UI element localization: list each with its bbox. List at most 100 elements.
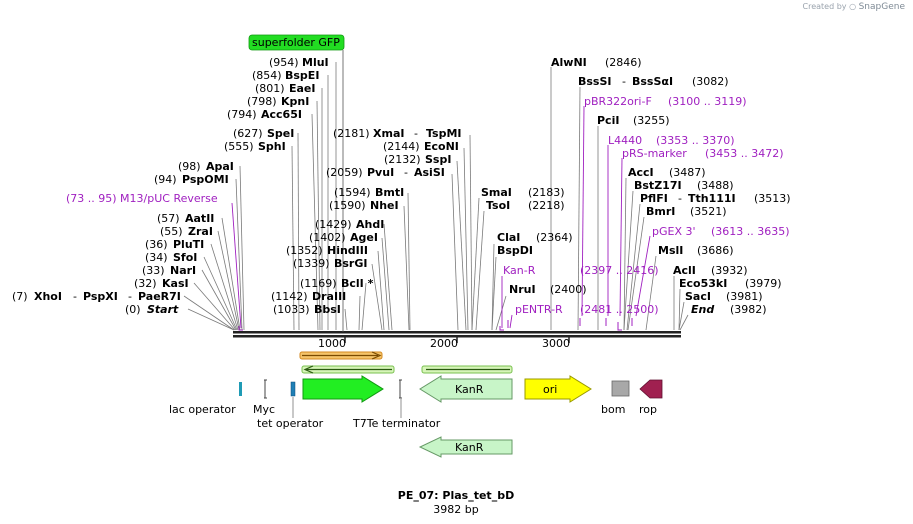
site-pos: (33) [142, 264, 165, 277]
ori-feature[interactable] [524, 375, 592, 403]
site-pos: (98) [178, 160, 201, 173]
site-name[interactable]: BmtI [375, 186, 404, 199]
site-pos: (2183) [528, 186, 565, 199]
site-name[interactable]: AccI [628, 166, 654, 179]
site-name[interactable]: KasI [162, 277, 189, 290]
site-name[interactable]: End [691, 303, 714, 316]
site-separator: - [678, 192, 682, 205]
site-pos: (1594) [334, 186, 371, 199]
mid-site-connectors [344, 134, 473, 331]
site-pos: (1402) [309, 231, 346, 244]
site-name[interactable]: PspXI [83, 290, 118, 303]
site-name[interactable]: NheI [370, 199, 399, 212]
t7te-terminator-feature[interactable] [399, 379, 402, 399]
rop-feature[interactable] [639, 379, 663, 399]
primer-range: (2397 .. 2416) [580, 264, 659, 277]
site-pos: (2144) [383, 140, 420, 153]
left-site-labels: (954) MluI (854) BspEI (801) EaeI (798) … [125, 56, 329, 316]
site-name[interactable]: BssSI [578, 75, 612, 88]
feature-label-tet-operator: tet operator [257, 417, 324, 430]
site-name[interactable]: Tth111I [688, 192, 736, 205]
site-pos: (3082) [692, 75, 729, 88]
tet-operator-feature[interactable] [290, 381, 296, 397]
site-name[interactable]: NarI [170, 264, 196, 277]
site-name[interactable]: NruI [509, 283, 536, 296]
gfp-label: superfolder GFP [252, 36, 340, 49]
site-name[interactable]: TspMI [426, 127, 462, 140]
site-pos: (1352) [286, 244, 323, 257]
site-separator: - [128, 290, 132, 303]
site-name[interactable]: AgeI [350, 231, 378, 244]
site-name[interactable]: BspEI [285, 69, 319, 82]
primer-label[interactable]: pRS-marker [622, 147, 687, 160]
site-name[interactable]: PvuI [367, 166, 394, 179]
site-name[interactable]: ClaI [497, 231, 520, 244]
ruler-tick-1000: 1000 [318, 337, 346, 350]
site-name[interactable]: PspOMI [182, 173, 229, 186]
site-separator: - [73, 290, 77, 303]
site-name[interactable]: SphI [258, 140, 286, 153]
site-name[interactable]: AclI [673, 264, 696, 277]
site-name[interactable]: BspDI [497, 244, 533, 257]
site-name[interactable]: TsoI [486, 199, 510, 212]
feature-label-bom: bom [601, 403, 625, 416]
primer-label[interactable]: Kan-R [503, 264, 536, 277]
site-name[interactable]: Start [147, 303, 179, 316]
site-name[interactable]: SfoI [173, 251, 197, 264]
site-name[interactable]: AsiSI [414, 166, 445, 179]
site-name[interactable]: BclI * [341, 277, 374, 290]
site-name[interactable]: SpeI [267, 127, 294, 140]
site-pos: (1590) [329, 199, 366, 212]
left-site-connectors [183, 62, 337, 331]
site-name[interactable]: DraIII [312, 290, 346, 303]
site-name[interactable]: XmaI [373, 127, 404, 140]
site-name[interactable]: PflFI [640, 192, 668, 205]
site-pos: (1339) [293, 257, 330, 270]
bom-feature[interactable] [611, 380, 630, 397]
site-name[interactable]: PciI [597, 114, 619, 127]
site-name[interactable]: ZraI [188, 225, 213, 238]
site-pos: (0) [125, 303, 141, 316]
site-name[interactable]: PaeR7I [138, 290, 181, 303]
site-name[interactable]: BstZ17I [634, 179, 682, 192]
site-name[interactable]: BmrI [646, 205, 675, 218]
site-name[interactable]: EcoNI [424, 140, 459, 153]
site-pos: (55) [160, 225, 183, 238]
site-name[interactable]: AlwNI [551, 56, 587, 69]
site-name[interactable]: EaeI [289, 82, 316, 95]
site-name[interactable]: Acc65I [261, 108, 302, 121]
site-name[interactable]: SmaI [481, 186, 512, 199]
site-name[interactable]: BssSαI [632, 75, 673, 88]
primer-label[interactable]: pENTR-R [515, 303, 563, 316]
site-name[interactable]: BbsI [314, 303, 341, 316]
site-name[interactable]: PluTI [173, 238, 204, 251]
site-name[interactable]: KpnI [281, 95, 309, 108]
xhoi-site-group: (7) XhoI - PspXI - PaeR7I [12, 290, 181, 303]
feature-label-myc: Myc [253, 403, 275, 416]
right-site-connectors [471, 67, 689, 331]
site-pos: (3487) [669, 166, 706, 179]
primer-label[interactable]: pGEX 3' [652, 225, 696, 238]
site-name[interactable]: MslI [658, 244, 683, 257]
kanr-feature-2[interactable] [418, 436, 513, 458]
site-name[interactable]: SspI [425, 153, 451, 166]
superfolder-gfp-feature[interactable] [302, 375, 384, 403]
lac-operator-feature[interactable] [239, 382, 242, 396]
primer-label[interactable]: L4440 [608, 134, 642, 147]
site-name[interactable]: Eco53kI [679, 277, 727, 290]
site-pos: (794) [227, 108, 257, 121]
site-name[interactable]: AatII [185, 212, 214, 225]
primer-label[interactable]: pBR322ori-F [584, 95, 652, 108]
primer-range: (3613 .. 3635) [711, 225, 790, 238]
myc-feature[interactable] [264, 379, 267, 399]
kanr-feature[interactable] [419, 375, 513, 403]
primer-label[interactable]: (73 .. 95) M13/pUC Reverse [66, 192, 218, 205]
site-name[interactable]: SacI [685, 290, 711, 303]
site-name[interactable]: AhdI [356, 218, 384, 231]
site-name[interactable]: XhoI [34, 290, 62, 303]
site-name[interactable]: ApaI [206, 160, 234, 173]
site-pos: (3488) [697, 179, 734, 192]
site-name[interactable]: BsrGI [334, 257, 367, 270]
site-name[interactable]: HindIII [327, 244, 368, 257]
site-name[interactable]: MluI [302, 56, 329, 69]
